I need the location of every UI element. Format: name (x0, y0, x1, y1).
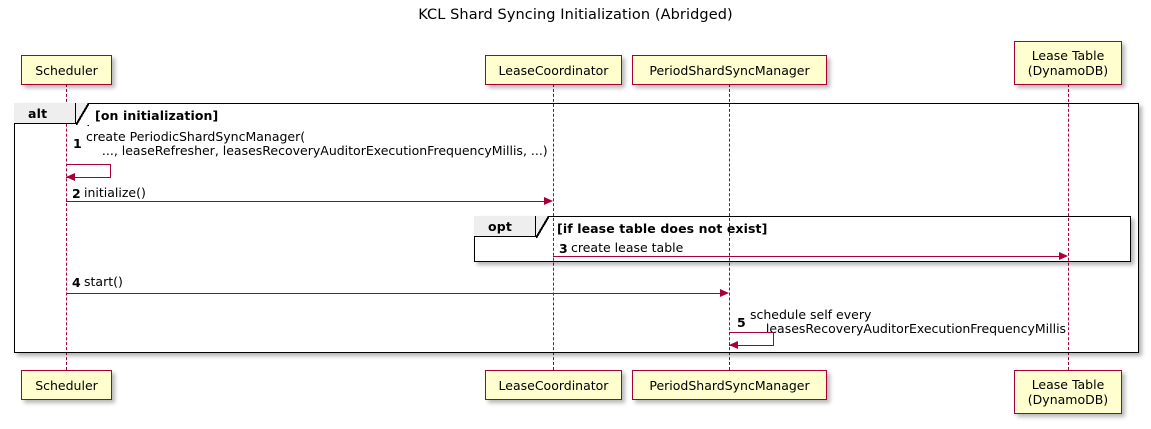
fragment-alt-operator-label: alt (28, 105, 48, 121)
message-4-sequence-number: 4 (72, 275, 81, 290)
participant-period-shard-sync-manager-bottom-label: PeriodShardSyncManager (649, 377, 810, 393)
lifeline-lease-coordinator (553, 84, 554, 370)
participant-lease-table-bottom[interactable]: Lease Table (DynamoDB) (1014, 370, 1122, 414)
participant-lease-table-top[interactable]: Lease Table (DynamoDB) (1014, 41, 1122, 85)
lifeline-period-shard-sync-manager (729, 84, 730, 370)
participant-lease-table-top-label: Lease Table (DynamoDB) (1027, 48, 1109, 78)
message-3-arrowhead (1059, 252, 1068, 260)
message-5-self-loop (729, 332, 774, 346)
participant-period-shard-sync-manager-top-label: PeriodShardSyncManager (649, 62, 810, 78)
message-1-sequence-number: 1 (73, 136, 82, 151)
participant-lease-coordinator-top-label: LeaseCoordinator (498, 62, 609, 78)
participant-scheduler-top[interactable]: Scheduler (21, 55, 112, 85)
fragment-opt-notch-edge (536, 216, 549, 238)
fragment-alt-operator-box: alt (14, 103, 76, 124)
message-1-arrowhead (66, 173, 75, 181)
participant-lease-coordinator-bottom-label: LeaseCoordinator (498, 377, 609, 393)
participant-period-shard-sync-manager-top[interactable]: PeriodShardSyncManager (632, 55, 827, 85)
participant-lease-table-bottom-label: Lease Table (DynamoDB) (1027, 377, 1109, 407)
message-3-sequence-number: 3 (559, 241, 568, 256)
participant-lease-coordinator-top[interactable]: LeaseCoordinator (485, 55, 622, 85)
page-title: KCL Shard Syncing Initialization (Abridg… (418, 7, 733, 23)
message-2-sequence-number: 2 (72, 186, 81, 201)
fragment-opt-operator-label: opt (488, 218, 513, 234)
message-4-arrowhead (720, 289, 729, 297)
message-3-line (553, 256, 1059, 257)
participant-period-shard-sync-manager-bottom[interactable]: PeriodShardSyncManager (632, 370, 827, 400)
fragment-opt-operator-box: opt (474, 216, 536, 237)
participant-lease-coordinator-bottom[interactable]: LeaseCoordinator (485, 370, 622, 400)
participant-scheduler-top-label: Scheduler (35, 62, 98, 78)
message-2-arrowhead (544, 197, 553, 205)
message-4-line (66, 293, 720, 294)
fragment-alt (14, 103, 1139, 353)
participant-scheduler-bottom[interactable]: Scheduler (21, 370, 112, 400)
lifeline-scheduler (66, 84, 67, 370)
message-5-arrowhead (729, 341, 738, 349)
fragment-alt-notch-edge (76, 103, 89, 126)
lifeline-lease-table (1068, 84, 1069, 370)
message-4-label: start() (84, 274, 123, 289)
message-2-label: initialize() (84, 185, 146, 200)
fragment-opt (474, 216, 1131, 262)
participant-scheduler-bottom-label: Scheduler (35, 377, 98, 393)
message-2-line (66, 201, 544, 202)
message-1-self-loop (66, 164, 111, 178)
message-3-label: create lease table (571, 240, 684, 255)
message-1-label: create PeriodicShardSyncManager( ..., le… (86, 129, 548, 158)
fragment-alt-guard: [on initialization] (95, 108, 219, 123)
message-5-label: schedule self every leasesRecoveryAudito… (750, 307, 1067, 336)
message-5-sequence-number: 5 (737, 315, 746, 330)
fragment-opt-guard: [if lease table does not exist] (557, 221, 768, 236)
